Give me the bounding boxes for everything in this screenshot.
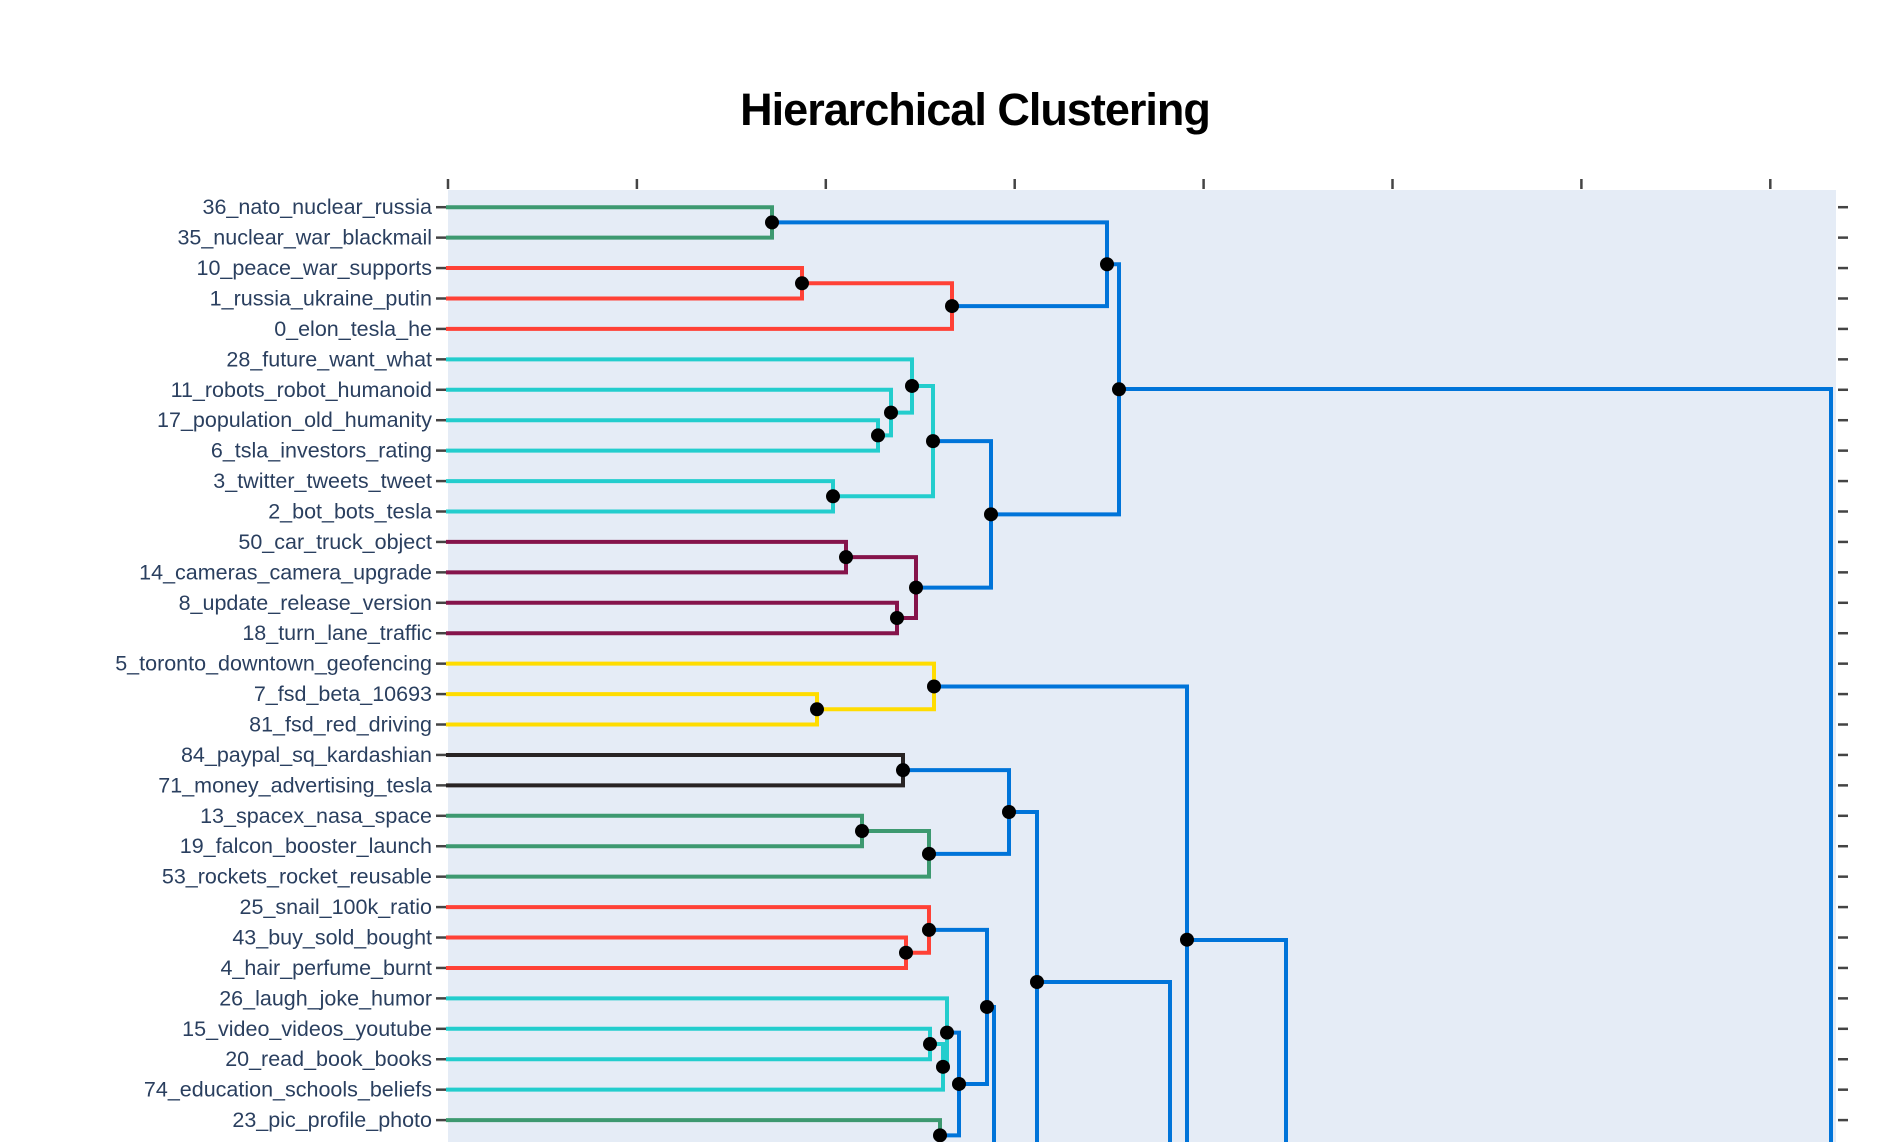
merge-node-dot[interactable]	[839, 550, 853, 565]
leaf-label: 6_tsla_investors_rating	[211, 439, 432, 463]
leaf-label: 20_read_book_books	[225, 1047, 432, 1071]
leaf-label: 81_fsd_red_driving	[249, 713, 432, 737]
offscreen-link-P	[1185, 938, 1288, 1142]
leaf-label: 7_fsd_beta_10693	[254, 682, 432, 706]
merge-node-dot[interactable]	[923, 1037, 937, 1052]
merge-node-dot[interactable]	[1002, 804, 1016, 819]
merge-node-dot[interactable]	[855, 824, 869, 839]
merge-node-dot[interactable]	[905, 378, 919, 393]
merge-node-dot[interactable]	[765, 215, 779, 230]
offscreen-link-L	[1035, 980, 1172, 1142]
leaf-label: 23_pic_profile_photo	[232, 1108, 432, 1132]
offscreen-link-G	[1117, 387, 1833, 1142]
merge-node-dot[interactable]	[896, 763, 910, 778]
merge-node-dot[interactable]	[940, 1025, 954, 1040]
leaf-label: 1_russia_ukraine_putin	[210, 286, 432, 310]
leaf-label: 17_population_old_humanity	[157, 408, 432, 432]
merge-node-dot[interactable]	[899, 945, 913, 960]
merge-node-dot[interactable]	[890, 611, 904, 626]
merge-node-dot[interactable]	[945, 299, 959, 314]
leaf-label: 2_bot_bots_tesla	[268, 500, 432, 524]
merge-node-dot[interactable]	[926, 434, 940, 449]
leaf-label: 26_laugh_joke_humor	[219, 986, 432, 1010]
leaf-label: 71_money_advertising_tesla	[158, 773, 432, 797]
merge-node-dot[interactable]	[909, 580, 923, 595]
leaf-label: 25_snail_100k_ratio	[240, 895, 432, 919]
cluster-link-P	[932, 684, 1189, 1142]
merge-node-dot[interactable]	[922, 846, 936, 861]
chart-title: Hierarchical Clustering	[740, 84, 1211, 135]
leaf-label: 53_rockets_rocket_reusable	[162, 865, 432, 889]
leaf-label: 36_nato_nuclear_russia	[203, 195, 433, 219]
leaf-label: 84_paypal_sq_kardashian	[181, 743, 432, 767]
leaf-label: 43_buy_sold_bought	[232, 926, 432, 950]
merge-node-dot[interactable]	[810, 702, 824, 717]
merge-node-dot[interactable]	[826, 489, 840, 504]
leaf-label: 19_falcon_booster_launch	[180, 834, 432, 858]
leaf-label: 14_cameras_camera_upgrade	[139, 560, 432, 584]
leaf-label: 8_update_release_version	[179, 591, 432, 615]
cluster-link-L	[1007, 809, 1039, 1142]
merge-node-dot[interactable]	[795, 276, 809, 291]
leaf-label: 3_twitter_tweets_tweet	[213, 469, 432, 493]
merge-node-dot[interactable]	[980, 999, 994, 1014]
merge-node-dot[interactable]	[984, 507, 998, 522]
leaf-label: 5_toronto_downtown_geofencing	[115, 652, 432, 676]
merge-node-dot[interactable]	[1180, 932, 1194, 947]
merge-node-dot[interactable]	[933, 1128, 947, 1142]
leaf-label: 74_education_schools_beliefs	[144, 1078, 432, 1102]
leaf-label: 50_car_truck_object	[238, 530, 432, 554]
leaf-label: 13_spacex_nasa_space	[200, 804, 432, 828]
leaf-label: 18_turn_lane_traffic	[242, 621, 432, 645]
merge-node-dot[interactable]	[884, 405, 898, 420]
merge-node-dot[interactable]	[936, 1059, 950, 1074]
merge-node-dot[interactable]	[1112, 382, 1126, 397]
leaf-label: 15_video_videos_youtube	[182, 1017, 432, 1041]
leaf-label: 11_robots_robot_humanoid	[171, 378, 432, 402]
merge-node-dot[interactable]	[1100, 257, 1114, 272]
leaf-label: 35_nuclear_war_blackmail	[177, 226, 432, 250]
merge-node-dot[interactable]	[922, 922, 936, 937]
merge-node-dot[interactable]	[871, 428, 885, 443]
merge-node-dot[interactable]	[1030, 974, 1044, 989]
merge-node-dot[interactable]	[927, 679, 941, 694]
leaf-label: 10_peace_war_supports	[197, 256, 432, 280]
leaf-label: 28_future_want_what	[226, 347, 432, 371]
leaf-label: 0_elon_tesla_he	[274, 317, 432, 341]
merge-node-dot[interactable]	[952, 1076, 966, 1091]
leaf-label: 4_hair_perfume_burnt	[220, 956, 432, 980]
